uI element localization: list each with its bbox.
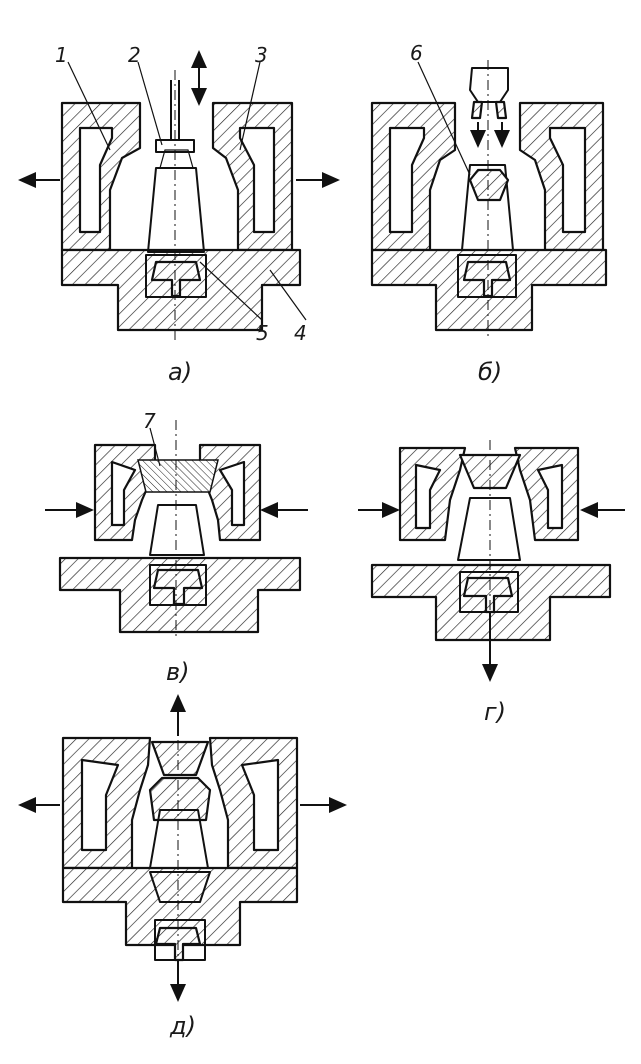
panel-label-a: а) [168, 358, 192, 386]
left-die-half [60, 101, 142, 252]
callout-2: 2 [128, 43, 141, 67]
core [147, 167, 205, 253]
callout-3: 3 [255, 43, 268, 67]
panel-label-g: г) [484, 698, 506, 726]
panel-b: 6 б) [370, 41, 608, 386]
callout-4: 4 [294, 321, 307, 345]
panel-label-b: б) [478, 358, 502, 386]
panel-g: г) [358, 440, 625, 726]
panel-a: 1 2 3 5 4 а) [18, 43, 340, 386]
right-die-half [211, 101, 294, 252]
panel-label-d: д) [169, 1012, 196, 1040]
left-die-half [370, 101, 457, 252]
panel-label-v: в) [166, 658, 190, 686]
panel-v: 7 в) [45, 409, 308, 686]
callout-5: 5 [256, 321, 269, 345]
right-die-half [518, 101, 605, 252]
callout-6: 6 [410, 41, 423, 65]
callout-1: 1 [55, 43, 68, 67]
insert-6 [468, 168, 510, 202]
molten-metal-7 [137, 459, 219, 493]
panel-d: д) [18, 694, 347, 1040]
callout-7: 7 [143, 409, 156, 433]
